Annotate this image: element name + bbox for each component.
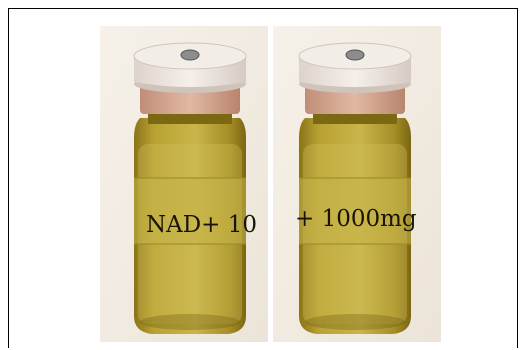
vial-label xyxy=(134,178,246,244)
vial-label-text: NAD+ 10 xyxy=(146,212,257,238)
stopper-icon xyxy=(180,49,200,61)
vial-label xyxy=(299,178,411,244)
stopper-icon xyxy=(345,49,365,61)
vial-photo-left: NAD+ 10 xyxy=(100,26,268,342)
vial-photo-right: + 1000mg xyxy=(273,26,441,342)
vial-label-text: + 1000mg xyxy=(295,206,417,232)
vial-illustration-right: + 1000mg xyxy=(273,26,441,342)
image-frame: NAD+ 10 xyxy=(8,8,518,348)
vial-illustration-left: NAD+ 10 xyxy=(100,26,268,342)
